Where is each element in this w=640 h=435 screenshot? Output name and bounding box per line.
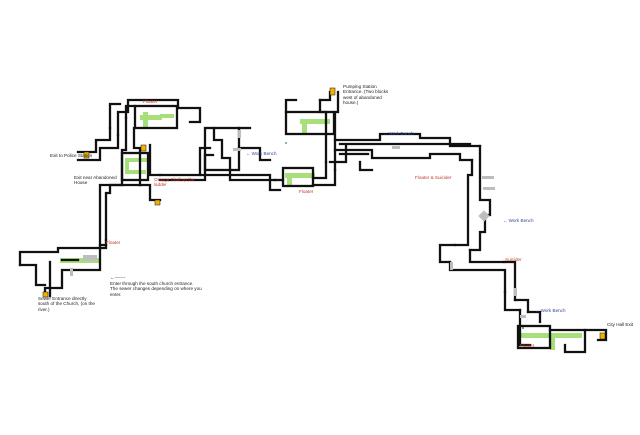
exit-marker [154, 199, 161, 206]
label-floater-suicider: Floater & Suicider [415, 175, 452, 180]
label-floater-left: Floater [106, 240, 121, 245]
exit-marker [140, 144, 147, 152]
label-floater-mid: Floater [299, 189, 314, 194]
label-pumping-station: Pumping Station Entrance. (Two blocks we… [343, 84, 389, 106]
sewer-walls [18, 90, 608, 354]
dots [285, 142, 524, 329]
exit-marker [329, 87, 336, 96]
gray-markers [70, 130, 526, 318]
exit-marker [599, 332, 606, 340]
label-floater-bottom: Floater [520, 343, 535, 348]
exit-marker [42, 291, 49, 298]
label-work-bench-3: ←Work Bench [503, 218, 534, 223]
label-exit-police: Exit to Police Station [50, 153, 93, 158]
label-south-church: Enter through the south church entrance.… [110, 281, 202, 297]
label-floater-top: Floater [143, 99, 158, 104]
label-south-church-arrow: ←------- [110, 275, 126, 280]
label-exit-abandoned: Exit near Abandoned House [74, 175, 117, 186]
label-work-bench-4: ←Work Bench [535, 308, 566, 313]
label-suicider: Suicider [505, 257, 522, 262]
exit-markers [42, 87, 606, 340]
label-work-bench-2: ←Work Bench [383, 131, 414, 136]
label-orange-skull: Orange Skull up the ladder [154, 177, 195, 188]
label-city-hall-exit: City Hall Exit [607, 322, 634, 327]
label-work-bench-1: ←Work Bench [246, 151, 277, 156]
label-sewer-entrance: Sewer Entrance directly south of the Chu… [38, 296, 95, 312]
exit-marker [83, 151, 90, 159]
